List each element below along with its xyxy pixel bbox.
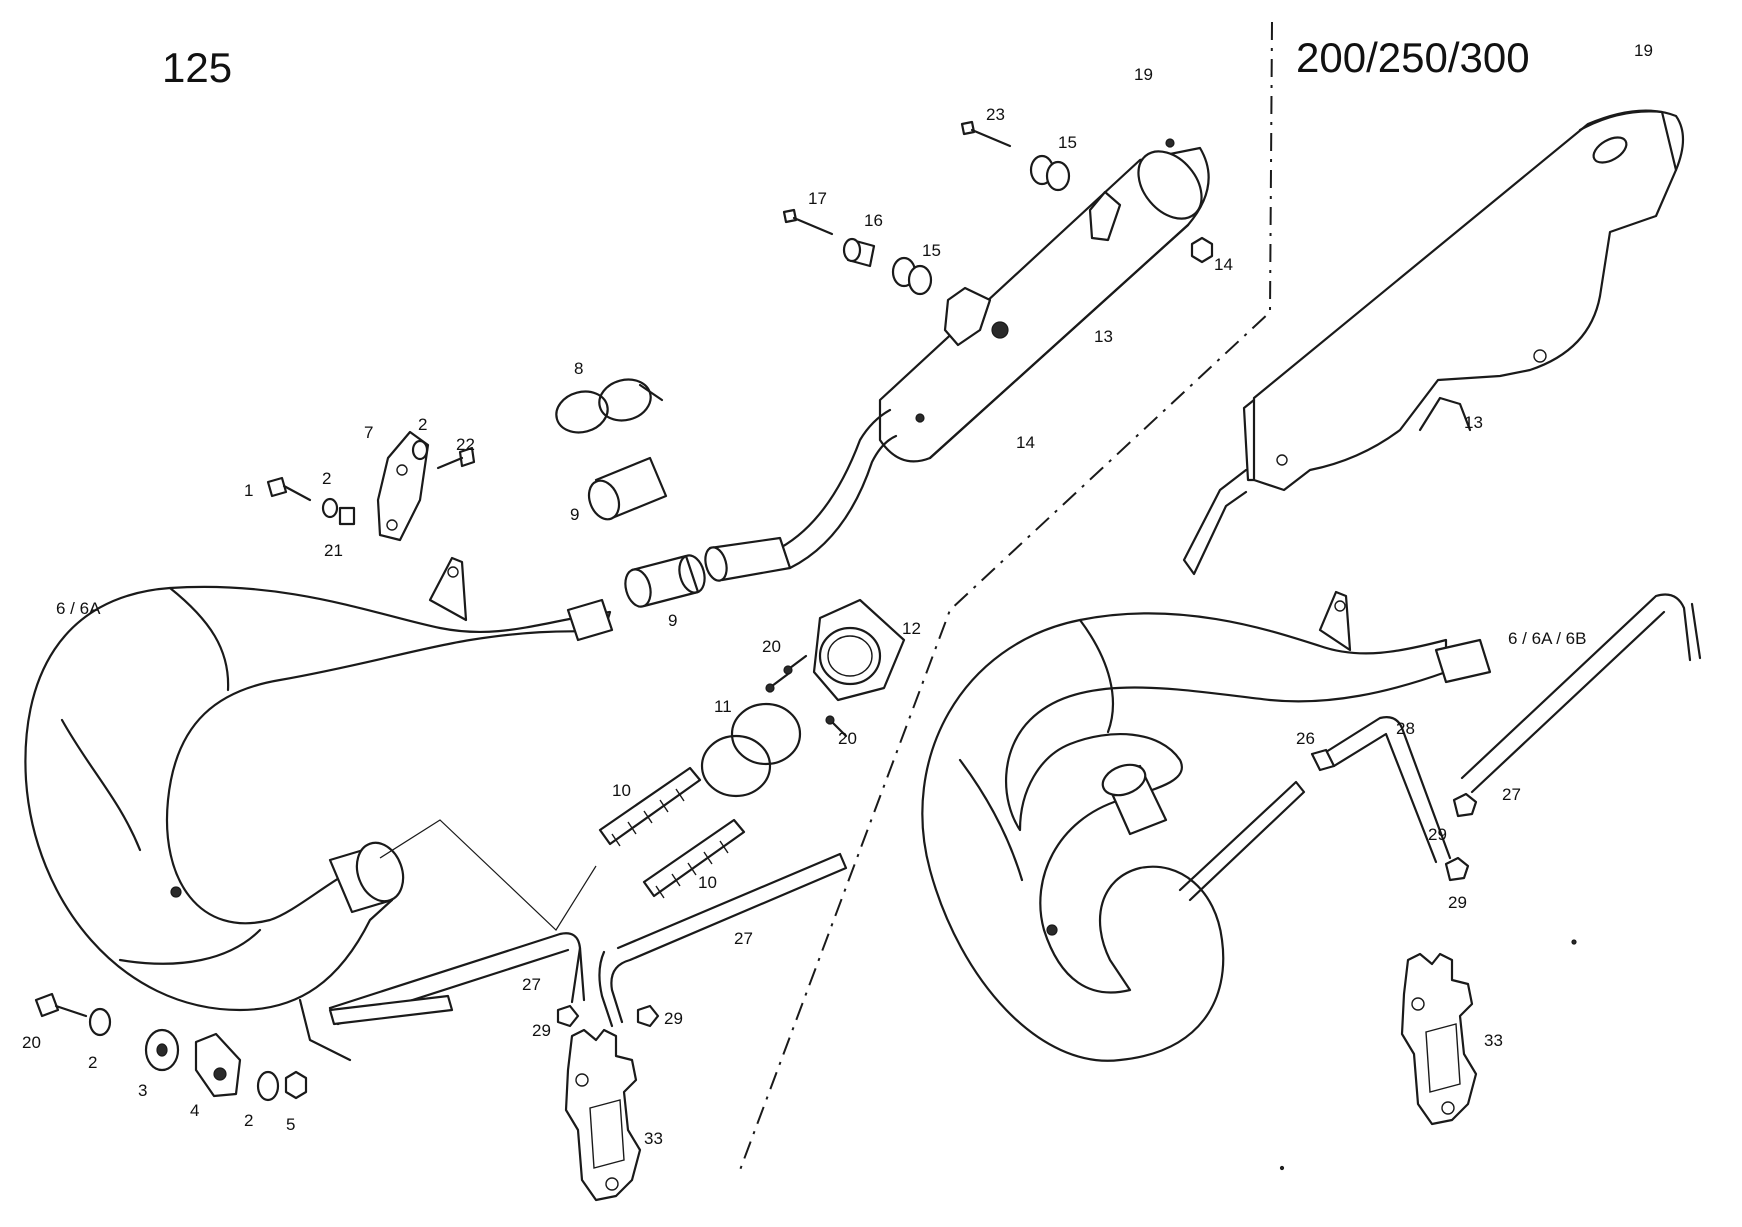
callout-2c: 2: [88, 1053, 97, 1072]
callout-27-200: 27: [1502, 785, 1521, 804]
nut-29b-icon: [636, 1004, 660, 1028]
washer-2b-icon: [411, 439, 429, 461]
callout-14b: 14: [1016, 433, 1035, 452]
screw-20b-icon: [825, 715, 848, 738]
o-ring-11a-icon: [730, 702, 802, 766]
callout-9b: 9: [668, 611, 677, 630]
washer-2-icon: [321, 497, 339, 519]
exhaust-valve-33a-icon: [564, 1028, 642, 1202]
callout-15b: 15: [922, 241, 941, 260]
bracket-7-icon: [376, 430, 430, 542]
silencer-link-pipe-125: [778, 408, 898, 570]
screw-20a-icon: [765, 654, 808, 693]
expansion-chamber-200: [921, 590, 1492, 1062]
callout-8: 8: [574, 359, 583, 378]
callout-29c: 29: [1428, 825, 1447, 844]
callout-29b: 29: [664, 1009, 683, 1028]
hose-tube-125: [328, 994, 454, 1026]
bolt-1-icon: [266, 476, 312, 502]
hose-27b-icon: [598, 852, 848, 1028]
callout-2a: 2: [418, 415, 427, 434]
callout-27b: 27: [734, 929, 753, 948]
bolt-20c-icon: [34, 992, 88, 1018]
callout-23: 23: [986, 105, 1005, 124]
callout-33b: 33: [1484, 1031, 1503, 1050]
callout-5: 5: [286, 1115, 295, 1134]
bracket-4-icon: [194, 1032, 242, 1098]
callout-21: 21: [324, 541, 343, 560]
washer-2d-icon: [256, 1070, 280, 1102]
callout-27a: 27: [522, 975, 541, 994]
pipe-26-icon: [1178, 780, 1306, 902]
section-divider: [739, 21, 1273, 1171]
callout-29a: 29: [532, 1021, 551, 1040]
sleeve-9b-icon: [624, 554, 706, 608]
callout-6-6a: 6 / 6A: [56, 599, 101, 618]
callout-13: 13: [1094, 327, 1113, 346]
callout-20c: 20: [22, 1033, 41, 1052]
exhaust-valve-33b-icon: [1400, 952, 1478, 1126]
callout-17: 17: [808, 189, 827, 208]
nut-14-icon: [1190, 236, 1214, 264]
bolt-17-icon: [782, 208, 834, 236]
callout-19-200: 19: [1634, 41, 1653, 60]
nut-5-icon: [284, 1070, 308, 1100]
hose-27c-icon: [1460, 593, 1702, 794]
o-ring-11b-icon: [700, 734, 772, 798]
callout-22: 22: [456, 435, 475, 454]
washer-2c-icon: [88, 1007, 112, 1037]
callout-28: 28: [1396, 719, 1415, 738]
callout-20a: 20: [762, 637, 781, 656]
nut-29d-icon: [1444, 856, 1470, 882]
spring-10b-icon: [642, 818, 746, 899]
sleeve-9-icon: [587, 456, 668, 521]
flange-12-icon: [812, 598, 906, 702]
nut-29c-icon: [1452, 792, 1478, 818]
callout-9a: 9: [570, 505, 579, 524]
expansion-chamber-125: [24, 556, 614, 1062]
callout-4: 4: [190, 1101, 199, 1120]
callout-14: 14: [1214, 255, 1233, 274]
nut-21-icon: [338, 506, 356, 526]
silencer-125: [878, 138, 1210, 463]
callout-20b: 20: [838, 729, 857, 748]
callout-2d: 2: [244, 1111, 253, 1130]
callout-19: 19: [1134, 65, 1153, 84]
grommet-15-icon: [1029, 154, 1071, 192]
fitting-26-icon: [1310, 748, 1336, 772]
callout-26: 26: [1296, 729, 1315, 748]
callout-33a: 33: [644, 1129, 663, 1148]
callout-10b: 10: [698, 873, 717, 892]
callout-10a: 10: [612, 781, 631, 800]
callout-6-6a-6b: 6 / 6A / 6B: [1508, 629, 1586, 648]
hose-28-icon: [1324, 716, 1452, 864]
callout-13-200: 13: [1464, 413, 1483, 432]
silencer-200-250-300: [1182, 109, 1685, 576]
callout-3: 3: [138, 1081, 147, 1100]
callout-12: 12: [902, 619, 921, 638]
clamp-8-icon: [555, 378, 664, 434]
callout-11: 11: [714, 697, 732, 716]
nut-29a-icon: [556, 1004, 580, 1028]
silencer-nut-14-icon: [991, 321, 1009, 339]
bush-16-icon: [842, 237, 876, 268]
bolt-23-icon: [960, 120, 1012, 148]
callout-15: 15: [1058, 133, 1077, 152]
model-125-heading: 125: [162, 44, 232, 91]
grommet-15b-icon: [891, 256, 933, 296]
callout-1: 1: [244, 481, 253, 500]
leader-lines-27: [379, 819, 597, 931]
model-200-250-300-heading: 200/250/300: [1296, 34, 1530, 81]
bolt-22-icon: [436, 446, 476, 470]
callout-16: 16: [864, 211, 883, 230]
spring-10a-icon: [598, 766, 702, 847]
callout-7: 7: [364, 423, 373, 442]
callout-29d: 29: [1448, 893, 1467, 912]
callout-2b: 2: [322, 469, 331, 488]
